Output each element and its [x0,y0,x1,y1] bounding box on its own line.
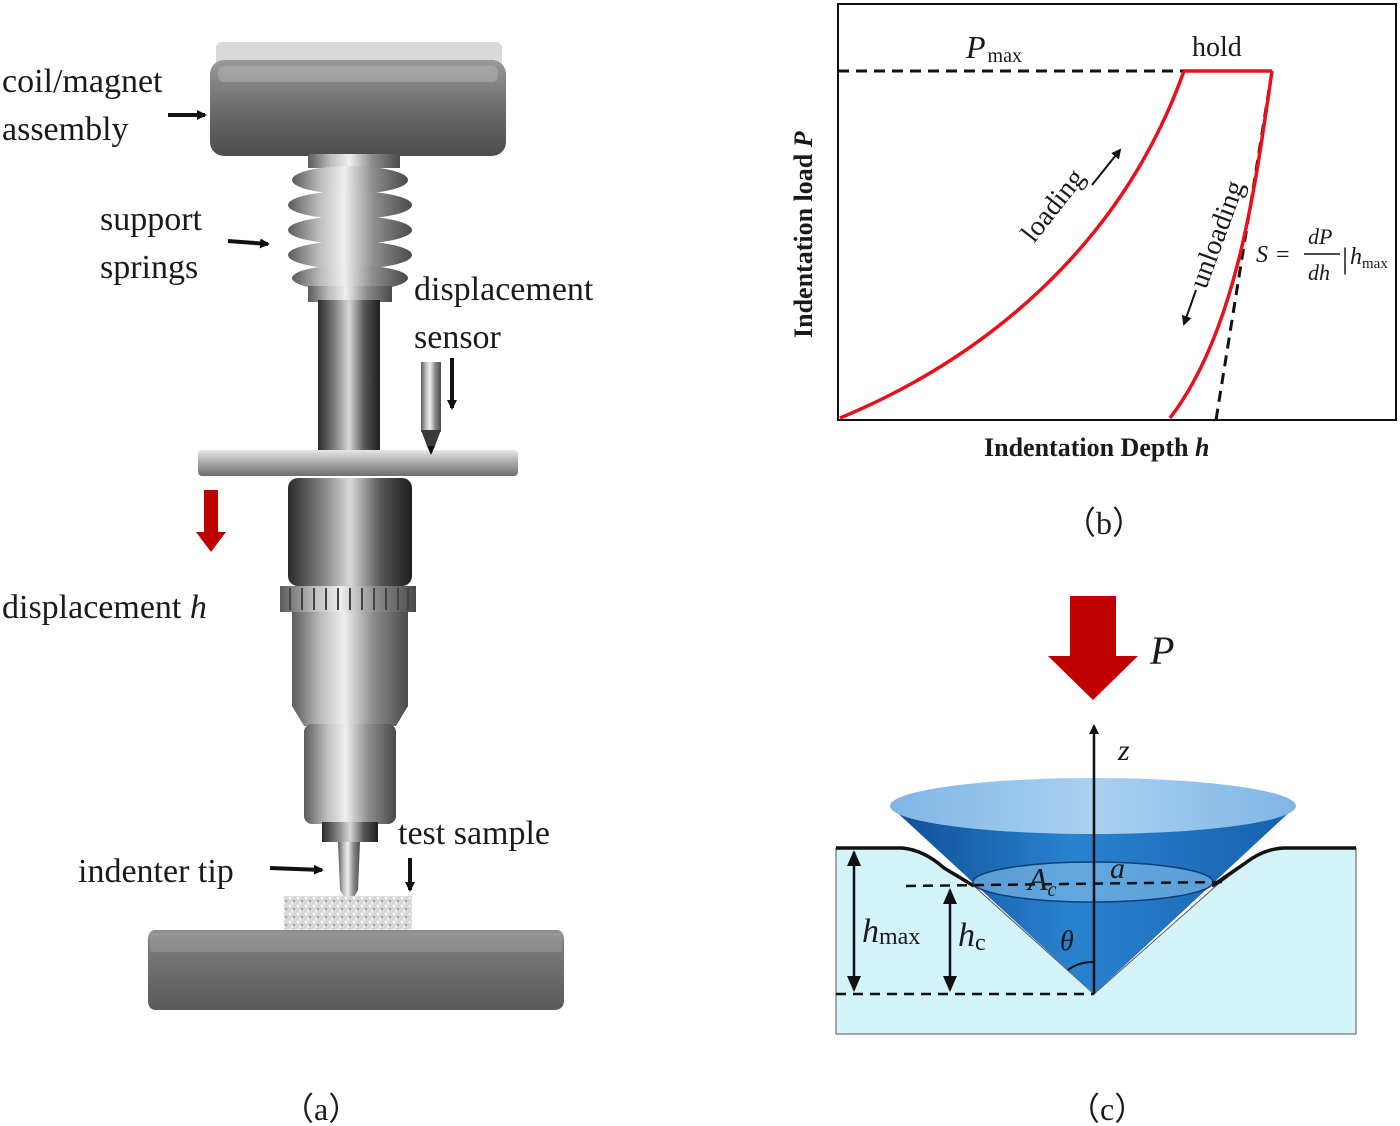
label-coil-line1: coil/magnet [2,63,163,100]
panel-c-contact-geometry: P z Ac a θ hmax hc （c） [835,596,1357,1126]
displacement-arrow [196,490,226,552]
svg-text:dP: dP [1308,224,1332,249]
svg-text:=: = [1276,242,1290,268]
svg-text:S: S [1256,242,1268,268]
label-indenter-tip: indenter tip [78,853,234,890]
indenter-tip [338,842,360,906]
stiffness-equation: S = dP dh | hmax [1256,224,1388,285]
plot-frame [837,3,1397,421]
theta-arc [1067,961,1095,971]
knurled-ring-mid [280,586,416,612]
coil-magnet-block [210,60,506,156]
support-springs [288,166,412,302]
lower-housing-dark [288,478,412,586]
label-theta: θ [1060,926,1074,957]
arrow-indenter [269,864,324,875]
shaft [318,300,380,456]
label-springs-line2: springs [100,249,198,286]
label-hmax: hmax [862,913,920,950]
sensor-plate [198,450,518,476]
loading-direction-arrow [1091,148,1122,186]
hc-dashed-line [905,880,1223,888]
label-load-p: P [1149,628,1174,673]
x-axis-label: Indentation Depth h [984,433,1209,462]
unloading-curve [1168,70,1274,420]
y-axis-label: Indentation load P [789,130,818,338]
caption-b: （b） [1064,505,1144,541]
column-lower [304,724,396,824]
svg-text:|: | [1342,242,1348,275]
label-coil-line2: assembly [2,111,129,148]
column-upper [292,612,408,706]
label-springs-line1: support [100,201,203,238]
loading-curve [839,70,1186,420]
label-z: z [1117,734,1130,767]
label-hold: hold [1192,32,1242,63]
arrow-springs [227,238,270,249]
label-displacement: displacement h [2,589,207,626]
displacement-sensor-probe [421,362,441,455]
knurl-lines [289,588,409,610]
label-hc: hc [958,917,986,956]
label-contact-area: Ac [1026,861,1057,901]
svg-text:hmax: hmax [1350,244,1388,272]
label-radius-a: a [1110,852,1125,885]
load-arrow [1048,596,1138,700]
svg-text:dh: dh [1308,260,1330,285]
tip-holder [322,822,378,842]
label-test-sample: test sample [398,815,550,852]
panel-a-instrument: coil/magnet assembly support springs dis… [2,42,594,1126]
unloading-direction-arrow [1181,289,1197,326]
label-sensor-line1: displacement [414,271,594,308]
caption-c: （c） [1068,1091,1146,1126]
surface-profile-line [836,846,975,888]
caption-a: （a） [282,1091,360,1126]
column-taper [292,706,408,726]
label-loading: loading [1015,163,1091,248]
label-sensor-line2: sensor [414,319,502,356]
knurled-ring-top [308,154,400,168]
